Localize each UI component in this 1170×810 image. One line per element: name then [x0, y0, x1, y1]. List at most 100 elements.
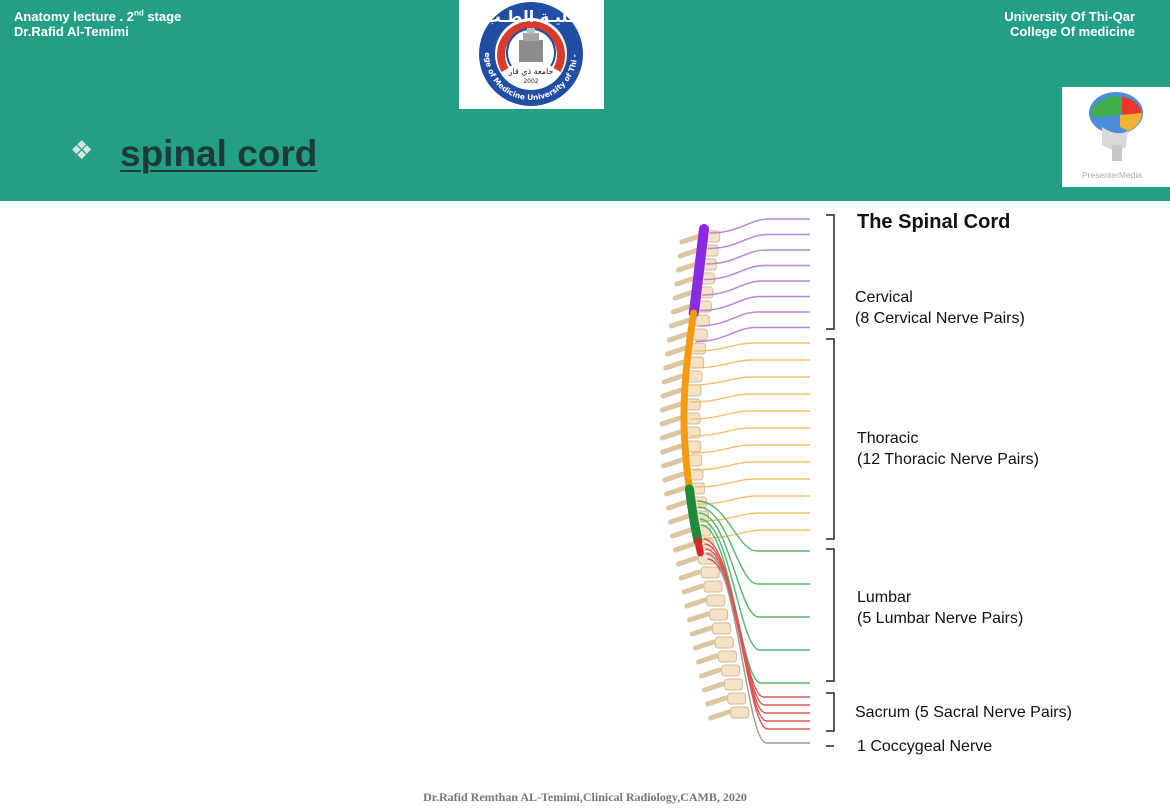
- vertebra: [714, 636, 734, 649]
- lumbar-sublabel: (5 Lumbar Nerve Pairs): [857, 610, 1024, 627]
- spinous-process: [692, 639, 716, 651]
- thoracic-label: Thoracic: [857, 430, 919, 447]
- vertebra: [720, 664, 740, 677]
- cervical-nerve: [705, 249, 810, 265]
- sacral-nerve: [707, 558, 810, 730]
- thoracic-nerve: [691, 444, 810, 454]
- spinous-process: [684, 597, 708, 609]
- thoracic-nerve: [695, 478, 810, 488]
- spinous-process: [705, 695, 729, 707]
- lecturer-name: Dr.Rafid Al-Temimi: [14, 24, 129, 39]
- cervical-sublabel: (8 Cervical Nerve Pairs): [855, 310, 1025, 327]
- diagram-title: The Spinal Cord: [857, 211, 1011, 233]
- spinous-process: [660, 387, 684, 399]
- lecture-line-1: Anatomy lecture . 2nd stage: [14, 8, 182, 24]
- lumbar-nerve: [697, 500, 810, 552]
- spinous-process: [687, 611, 711, 623]
- slide-title: spinal cord: [120, 133, 318, 174]
- vertebra: [724, 678, 744, 691]
- thoracic-nerve: [693, 461, 810, 471]
- vertebra: [703, 580, 723, 593]
- spinous-process: [689, 625, 713, 637]
- cervical-nerve: [700, 295, 810, 312]
- spinous-process: [668, 317, 692, 329]
- cervical-nerve: [697, 311, 810, 327]
- sacrum-label: Sacrum (5 Sacral Nerve Pairs): [855, 704, 1072, 721]
- vertebra: [700, 566, 720, 579]
- lecture-info: Anatomy lecture . 2nd stage Dr.Rafid Al-…: [14, 9, 181, 39]
- spinous-process: [673, 541, 697, 553]
- spinous-process: [679, 233, 703, 245]
- spinous-process: [702, 681, 726, 693]
- thoracic-nerve: [691, 376, 810, 386]
- university-name: University Of Thi-Qar: [1004, 9, 1135, 24]
- college-logo: كليـة الطـب جامعة ذي قار 2002 College of…: [456, 0, 604, 109]
- coccygeal-nerve: [706, 552, 810, 744]
- spinous-process: [708, 709, 732, 721]
- svg-text:PresenterMedia: PresenterMedia: [1082, 170, 1142, 180]
- cervical-nerve: [707, 233, 810, 250]
- spinous-process: [677, 247, 701, 259]
- coccygeal-label: 1 Coccygeal Nerve: [857, 738, 993, 755]
- vertebra: [717, 650, 737, 663]
- spinous-process: [659, 401, 683, 413]
- thoracic-nerve: [692, 359, 810, 369]
- vertebra: [709, 608, 729, 621]
- cervical-label: Cervical: [855, 289, 913, 306]
- spinous-process: [664, 345, 688, 357]
- spinous-process: [666, 331, 690, 343]
- lumbar-nerve: [699, 518, 810, 651]
- lumbar-nerve: [697, 506, 810, 585]
- thoracic-nerve: [690, 427, 810, 437]
- lumbar-cord-segment: [684, 484, 703, 546]
- spinous-process: [659, 429, 683, 441]
- lumbar-label: Lumbar: [857, 589, 912, 606]
- vertebra: [706, 594, 726, 607]
- footer-credit: Dr.Rafid Remthan AL-Temimi,Clinical Radi…: [423, 790, 747, 804]
- vertebra: [711, 622, 731, 635]
- thoracic-nerve: [690, 410, 810, 420]
- spinous-process: [670, 527, 694, 539]
- spinal-cord-diagram: The Spinal Cord Cervical (8 Cervical Ner…: [622, 201, 1170, 761]
- spinous-process: [661, 373, 685, 385]
- svg-text:كليـة الطـب: كليـة الطـب: [485, 7, 578, 26]
- sacral-cord-segment: [694, 537, 704, 557]
- spinous-process: [665, 499, 689, 511]
- thoracic-nerve: [697, 495, 810, 505]
- spinal-cord-illustration: [659, 214, 835, 747]
- svg-text:جامعة ذي قار: جامعة ذي قار: [508, 67, 554, 76]
- spinous-process: [695, 653, 719, 665]
- spinous-process: [681, 583, 705, 595]
- spinous-process: [662, 471, 686, 483]
- spinous-process: [678, 569, 702, 581]
- presentermedia-logo: PresenterMedia: [1062, 87, 1170, 187]
- thoracic-cord-segment: [680, 309, 698, 493]
- spinous-process: [659, 415, 683, 427]
- spinous-process: [661, 457, 685, 469]
- svg-text:2002: 2002: [523, 78, 538, 85]
- cervical-nerve: [709, 218, 810, 234]
- thoracic-nerve: [694, 342, 810, 352]
- spinous-process: [672, 289, 696, 301]
- cervical-nerve: [695, 326, 810, 343]
- spinous-process: [670, 303, 694, 315]
- spinous-process: [663, 359, 687, 371]
- spinous-process: [675, 555, 699, 567]
- spinous-process: [668, 513, 692, 525]
- spinous-process: [660, 443, 684, 455]
- cervical-cord-segment: [688, 224, 709, 318]
- cervical-nerve: [703, 264, 810, 281]
- institution-info: University Of Thi-Qar College Of medicin…: [1004, 9, 1135, 39]
- cervical-nerve: [702, 280, 810, 296]
- thoracic-sublabel: (12 Thoracic Nerve Pairs): [857, 451, 1039, 468]
- thoracic-nerve: [690, 393, 810, 403]
- vertebra: [730, 706, 750, 719]
- spinous-process: [674, 275, 698, 287]
- spinous-process: [664, 485, 688, 497]
- spinous-process: [675, 261, 699, 273]
- thoracic-nerve: [699, 512, 810, 522]
- college-name: College Of medicine: [1010, 24, 1135, 39]
- spinous-process: [698, 667, 722, 679]
- lumbar-nerve: [698, 512, 810, 618]
- thoracic-nerve: [703, 529, 810, 539]
